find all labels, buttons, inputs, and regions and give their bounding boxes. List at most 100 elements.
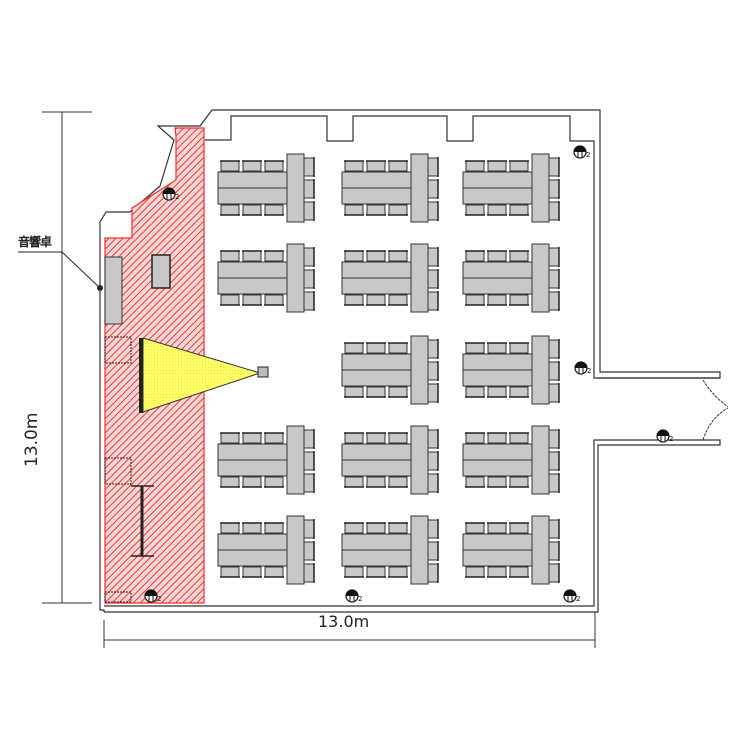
outlet-icon: 2	[162, 187, 179, 201]
chair	[264, 476, 284, 488]
chair	[303, 563, 315, 583]
chair	[303, 291, 315, 311]
head-table	[531, 153, 550, 223]
chair	[388, 522, 408, 534]
entrance-door[interactable]	[702, 379, 729, 441]
chair	[548, 157, 560, 177]
head-table	[410, 335, 429, 405]
chair	[388, 250, 408, 262]
chair	[509, 160, 529, 172]
chair	[344, 432, 364, 444]
chair	[344, 386, 364, 398]
chair	[465, 522, 485, 534]
table	[462, 187, 534, 205]
chair	[303, 247, 315, 267]
chair	[264, 566, 284, 578]
sound-desk	[104, 256, 123, 325]
chair	[465, 204, 485, 216]
chair	[509, 566, 529, 578]
outlet-icon: 2	[573, 145, 590, 159]
chair	[220, 204, 240, 216]
chair	[264, 160, 284, 172]
chair	[427, 269, 439, 289]
outlet-icon: 2	[563, 589, 580, 603]
table-group[interactable]	[341, 335, 439, 405]
chair	[344, 342, 364, 354]
table	[341, 261, 413, 279]
table-group[interactable]	[462, 335, 560, 405]
chair	[465, 476, 485, 488]
table-group[interactable]	[217, 153, 315, 223]
chair	[388, 160, 408, 172]
chair	[427, 179, 439, 199]
table	[341, 369, 413, 387]
chair	[242, 204, 262, 216]
chair	[465, 294, 485, 306]
table-group[interactable]	[462, 425, 560, 495]
chair	[509, 522, 529, 534]
head-table	[410, 153, 429, 223]
chair	[427, 361, 439, 381]
table	[462, 171, 534, 189]
chair	[465, 342, 485, 354]
chair	[388, 476, 408, 488]
head-table	[531, 425, 550, 495]
table-group[interactable]	[217, 243, 315, 313]
chair	[388, 204, 408, 216]
chair	[220, 250, 240, 262]
chair	[509, 250, 529, 262]
table-group[interactable]	[217, 425, 315, 495]
stage-cabinets	[104, 336, 132, 603]
table-group[interactable]	[462, 515, 560, 585]
chair	[487, 386, 507, 398]
chair	[465, 386, 485, 398]
chair	[427, 247, 439, 267]
table-group[interactable]	[462, 153, 560, 223]
table	[217, 459, 289, 477]
chair	[242, 250, 262, 262]
chair	[303, 157, 315, 177]
chair	[487, 160, 507, 172]
chair	[303, 541, 315, 561]
chair	[366, 566, 386, 578]
chair	[344, 294, 364, 306]
chair	[487, 432, 507, 444]
table	[462, 353, 534, 371]
chair	[264, 204, 284, 216]
chair	[427, 519, 439, 539]
chair	[548, 519, 560, 539]
table-group[interactable]	[341, 425, 439, 495]
chair	[548, 473, 560, 493]
height-dimension-label: 13.0m	[22, 412, 42, 467]
chair	[303, 201, 315, 221]
chair	[465, 250, 485, 262]
table	[462, 549, 534, 567]
table-group[interactable]	[462, 243, 560, 313]
chair	[303, 473, 315, 493]
table	[341, 533, 413, 551]
chair	[388, 294, 408, 306]
chair	[264, 522, 284, 534]
head-table	[410, 425, 429, 495]
chair	[487, 250, 507, 262]
table-group[interactable]	[341, 515, 439, 585]
chair	[427, 339, 439, 359]
chair	[366, 476, 386, 488]
head-table	[410, 243, 429, 313]
table-group[interactable]	[341, 153, 439, 223]
chair	[303, 269, 315, 289]
chair	[548, 563, 560, 583]
table	[462, 261, 534, 279]
chair	[344, 204, 364, 216]
table-group[interactable]	[217, 515, 315, 585]
chair	[427, 473, 439, 493]
chair	[366, 294, 386, 306]
table	[217, 533, 289, 551]
table	[341, 171, 413, 189]
chair	[487, 522, 507, 534]
chair	[509, 342, 529, 354]
table	[462, 533, 534, 551]
table-group[interactable]	[341, 243, 439, 313]
